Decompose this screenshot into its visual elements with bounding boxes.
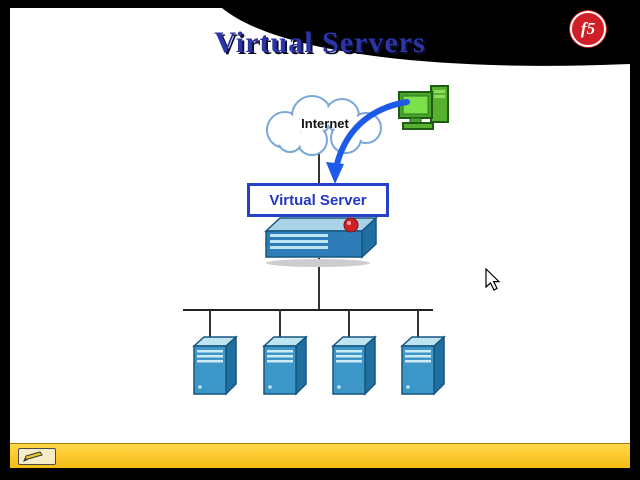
virtual-server-box: Virtual Server	[247, 183, 389, 217]
curved-arrow-icon	[326, 99, 410, 184]
bottom-toolbar	[10, 443, 630, 468]
pencil-icon	[23, 450, 43, 462]
connector-appliance-to-bus	[318, 258, 320, 310]
server-icon	[192, 335, 238, 396]
connector-bus-to-server-2	[279, 310, 281, 338]
page-title: Virtual Servers	[214, 26, 426, 59]
connector-cloud-to-virtual-server	[318, 154, 320, 184]
network-bus-line	[183, 309, 433, 311]
server-icon	[400, 335, 446, 396]
virtual-server-label: Virtual Server	[269, 191, 367, 209]
f5-logo: f5	[570, 11, 606, 47]
server-icon	[262, 335, 308, 396]
annotation-pen-button[interactable]	[18, 448, 56, 465]
internet-label: Internet	[301, 116, 349, 131]
server-icon	[331, 335, 377, 396]
mouse-cursor-icon	[485, 268, 501, 291]
top-swoosh-decoration	[222, 8, 630, 66]
workstation-icon	[398, 85, 449, 130]
connector-bus-to-server-1	[209, 310, 211, 338]
slide: Virtual Servers f5	[10, 8, 630, 468]
bigip-appliance-icon	[264, 216, 378, 267]
f5-logo-text: f5	[580, 19, 596, 38]
connector-bus-to-server-3	[348, 310, 350, 338]
connector-bus-to-server-4	[417, 310, 419, 338]
